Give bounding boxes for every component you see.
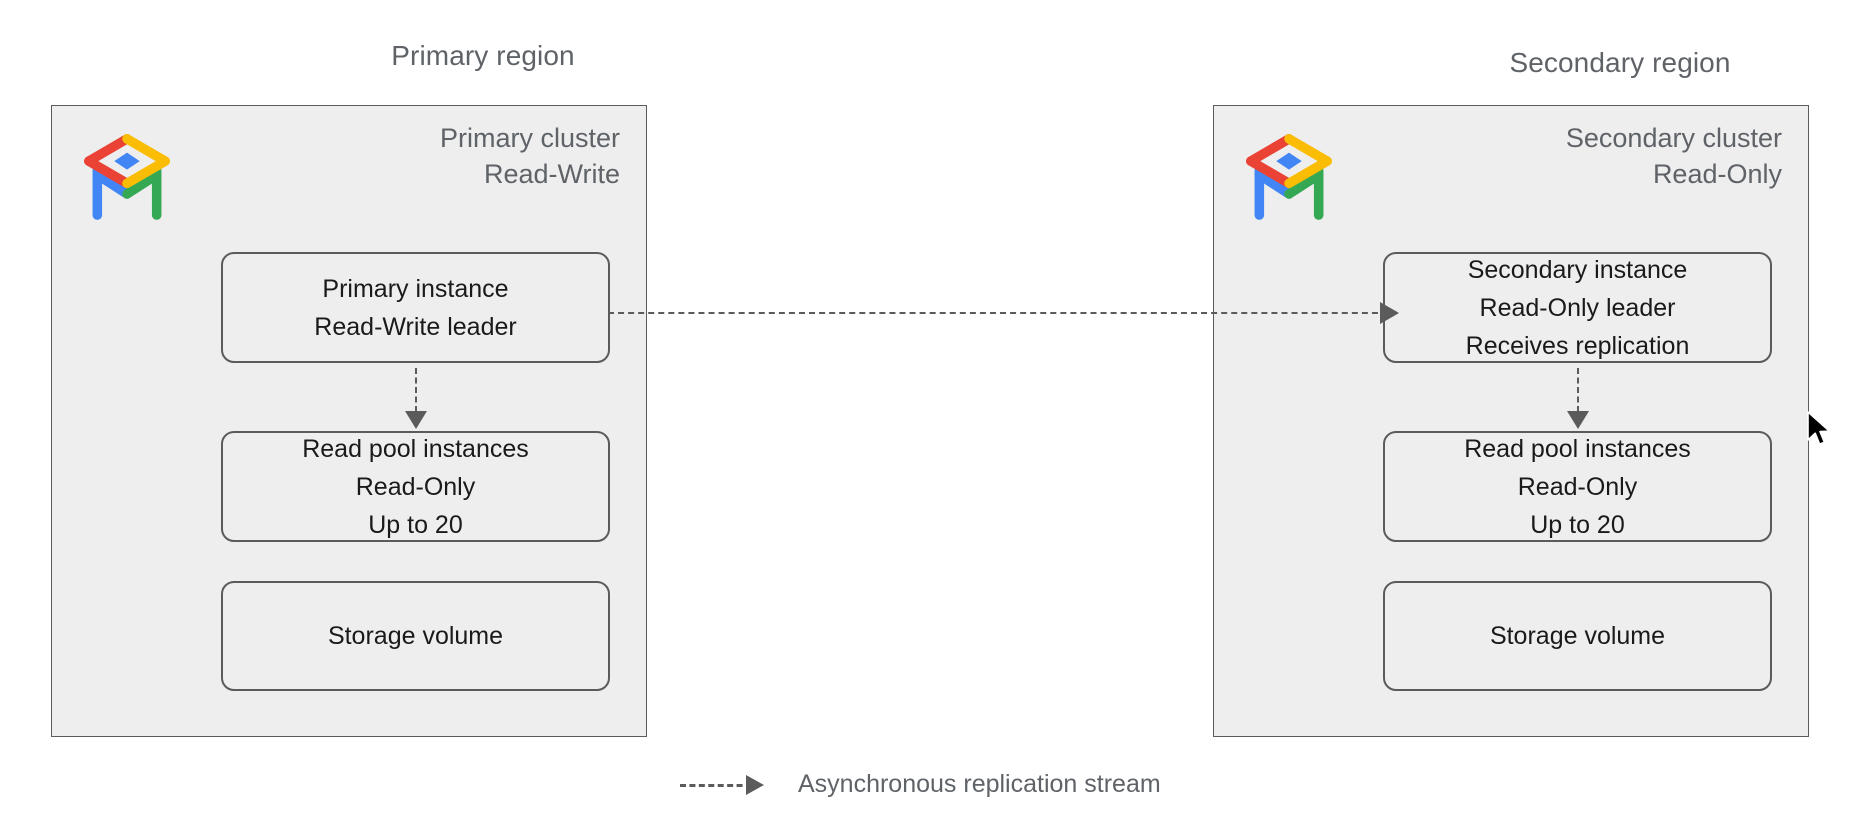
alloydb-logo-icon — [74, 124, 180, 230]
primary-cluster-panel: Primary cluster Read-Write Primary insta… — [51, 105, 647, 737]
mouse-cursor-icon — [1806, 411, 1832, 449]
secondary-cluster-title: Secondary cluster Read-Only — [1565, 123, 1782, 189]
primary-cluster-title: Primary cluster Read-Write — [439, 123, 620, 189]
secondary-leader-to-pool-arrowhead-icon — [1567, 411, 1589, 429]
secondary-region-label: Secondary region — [1509, 47, 1731, 78]
secondary-storage-volume-node[interactable]: Storage volume — [1383, 581, 1772, 691]
primary-leader-to-pool-connector — [415, 368, 419, 412]
legend-dashed-arrow-icon — [680, 774, 776, 795]
primary-read-pool-node[interactable]: Read pool instances Read-Only Up to 20 — [221, 431, 610, 542]
replication-stream-arrowhead-icon — [1380, 302, 1399, 324]
secondary-instance-node[interactable]: Secondary instance Read-Only leader Rece… — [1383, 252, 1772, 363]
secondary-cluster-panel: Secondary cluster Read-Only Secondary in… — [1213, 105, 1809, 737]
secondary-leader-to-pool-connector — [1577, 368, 1581, 412]
primary-region-label: Primary region — [391, 40, 575, 71]
legend-label: Asynchronous replication stream — [798, 770, 1161, 798]
primary-leader-to-pool-arrowhead-icon — [405, 411, 427, 429]
secondary-read-pool-node[interactable]: Read pool instances Read-Only Up to 20 — [1383, 431, 1772, 542]
legend: Asynchronous replication stream — [680, 770, 1161, 799]
primary-instance-node[interactable]: Primary instance Read-Write leader — [221, 252, 610, 363]
replication-stream-connector — [608, 312, 1388, 314]
primary-storage-volume-node[interactable]: Storage volume — [221, 581, 610, 691]
alloydb-logo-icon — [1236, 124, 1342, 230]
